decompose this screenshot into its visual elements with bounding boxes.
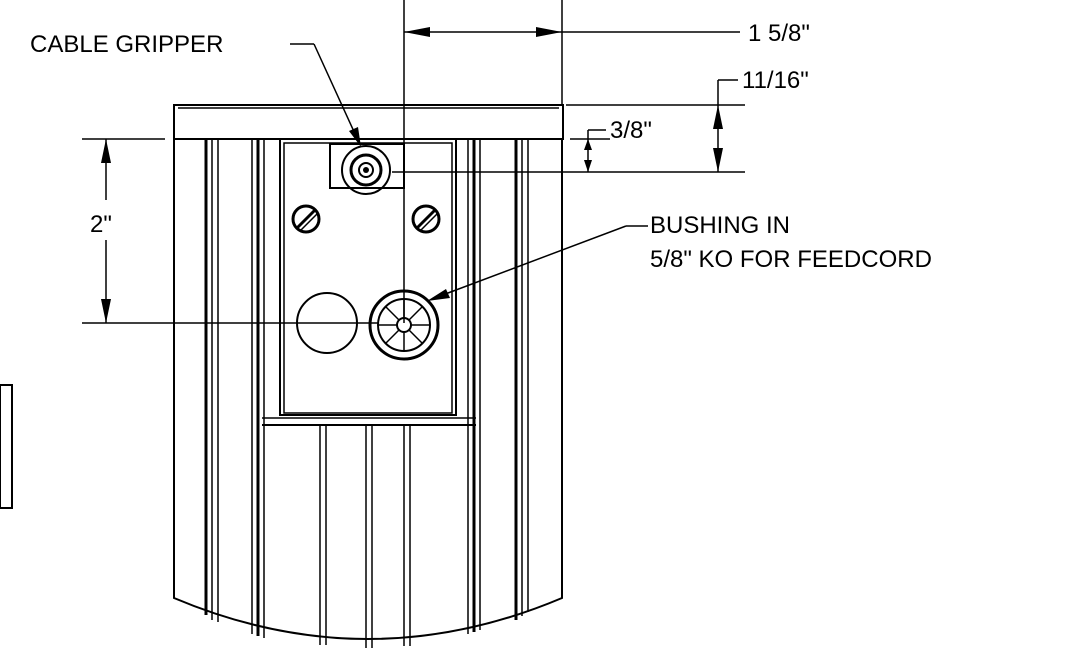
dim-gripper-offset (570, 129, 610, 172)
housing (173, 104, 564, 648)
dim-width-top (403, 0, 740, 323)
mounting-plate (262, 138, 476, 426)
housing-body-outline (173, 139, 563, 640)
screw-left-icon (291, 204, 321, 234)
gripper-boss (329, 143, 405, 189)
screw-right-icon (411, 204, 441, 234)
bushing-label-line1: BUSHING IN (650, 212, 790, 239)
dim-width-top-label: 1 5/8" (748, 20, 810, 47)
cable-gripper-icon (341, 145, 391, 195)
dim-offset-top (392, 79, 745, 173)
bushing-label-line2: 5/8" KO FOR FEEDCORD (650, 246, 932, 273)
plate-outline (279, 138, 457, 416)
bushing-leader (427, 225, 648, 301)
housing-top-cap (173, 104, 564, 140)
dim-vertical-spacing (82, 138, 378, 324)
side-box (0, 384, 13, 509)
dim-offset-top-label: 11/16" (742, 67, 809, 94)
cable-gripper-leader (290, 43, 361, 147)
cable-gripper-label: CABLE GRIPPER (30, 31, 223, 58)
dim-vertical-spacing-label: 2" (90, 211, 112, 238)
dim-gripper-offset-label: 3/8" (610, 117, 652, 144)
